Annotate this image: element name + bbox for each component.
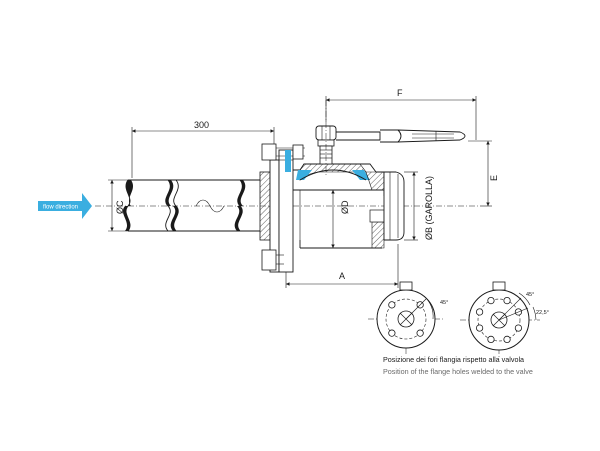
bolt-hole bbox=[514, 324, 523, 332]
dim-f: F bbox=[325, 88, 477, 140]
inlet-pipe bbox=[122, 179, 260, 232]
bottom-bolt-head bbox=[261, 249, 277, 271]
bolt-hole bbox=[475, 324, 484, 332]
dim-oc-label: ØC bbox=[115, 200, 125, 214]
flow-direction-label: flow direction bbox=[43, 205, 78, 211]
dim-oc: ØC bbox=[108, 179, 128, 232]
dim-a: A bbox=[285, 244, 399, 288]
handle-grip[interactable] bbox=[396, 129, 466, 143]
caption-english: Position of the flange holes welded to t… bbox=[383, 367, 533, 376]
flow-arrow-icon bbox=[38, 193, 92, 219]
flange-tab-top bbox=[399, 281, 413, 291]
flange-view-4-holes: 45° bbox=[368, 281, 448, 356]
dim-od-label: ØD bbox=[340, 200, 350, 214]
bolt-hole bbox=[388, 329, 396, 337]
flow-direction-arrow: flow direction bbox=[38, 193, 92, 219]
bolt-hole bbox=[388, 301, 396, 309]
dim-ob: ØB (GAROLLA) bbox=[404, 171, 434, 241]
angle-45-right-label: 45° bbox=[526, 292, 534, 298]
flange-view-8-holes: 45° 22,5° bbox=[460, 281, 549, 358]
dim-a-label: A bbox=[339, 271, 345, 281]
bolt-hole bbox=[487, 335, 495, 343]
valve-stem bbox=[315, 100, 337, 176]
valve-body bbox=[293, 163, 405, 249]
angle-22-label: 22,5° bbox=[536, 310, 549, 316]
valve-handle[interactable] bbox=[336, 129, 466, 143]
dim-od: ØD bbox=[331, 190, 350, 248]
bolt-hole bbox=[503, 296, 511, 305]
flange-tab-top-2 bbox=[492, 281, 506, 291]
bolt-hole bbox=[487, 296, 495, 305]
dim-300: 300 bbox=[131, 120, 275, 178]
dim-e-label: E bbox=[489, 175, 499, 181]
dim-f-label: F bbox=[397, 88, 403, 98]
angle-45-left-label: 45° bbox=[440, 300, 448, 306]
caption-italian: Posizione dei fori flangia rispetto alla… bbox=[383, 355, 524, 364]
dim-300-label: 300 bbox=[194, 120, 209, 130]
dim-ob-label: ØB (GAROLLA) bbox=[424, 176, 434, 240]
bolt-hole bbox=[475, 308, 484, 316]
bolt-hole bbox=[416, 329, 424, 337]
top-bolt-head bbox=[261, 143, 277, 161]
bolt-hole bbox=[503, 335, 511, 343]
dim-e: E bbox=[468, 140, 499, 207]
left-flange bbox=[259, 143, 305, 273]
